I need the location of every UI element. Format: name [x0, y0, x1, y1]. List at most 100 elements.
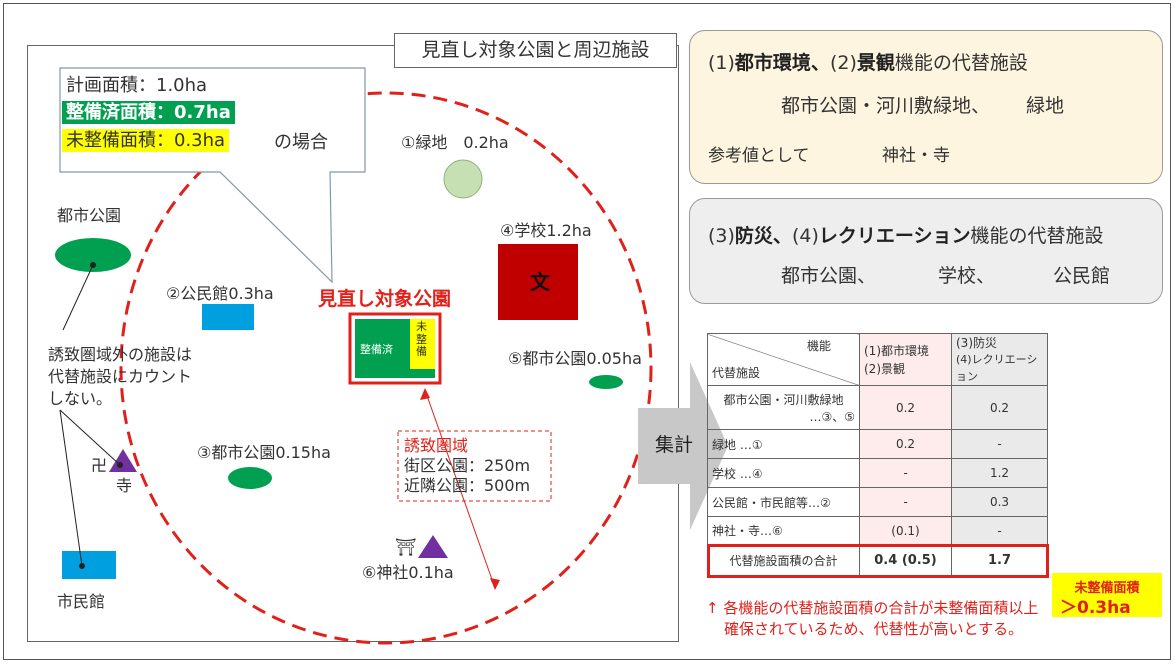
header-col1-a: (1)都市環境: [864, 343, 929, 358]
community-hall-marker: [202, 304, 254, 330]
card2-park: 都市公園、: [781, 265, 877, 287]
table-row: 公民館・市民館等…② - 0.3: [707, 487, 1048, 517]
row-label-4: 公民館・市民館等…②: [707, 487, 860, 517]
row-label-1: 都市公園・河川敷緑地…③、⑤: [707, 385, 860, 430]
card1-num2: (2): [829, 52, 857, 74]
park5-label: ⑤都市公園0.05ha: [508, 349, 642, 368]
card1-num1: (1): [708, 52, 735, 74]
row-3-col2: 1.2: [951, 458, 1048, 488]
header-col2-b: (4)レクリエーション: [956, 353, 1038, 383]
developed-label: 整備済: [360, 343, 393, 356]
card-environment-landscape: [689, 30, 1163, 184]
row-5-col2: -: [951, 516, 1048, 545]
header-col2: (3)防災 (4)レクリエーション: [951, 333, 1048, 386]
summary-table: 機能 代替施設 (1)都市環境 (2)景観 (3)防災 (4)レクリエーション …: [706, 333, 1049, 578]
catchment-line2: 近隣公園：500m: [404, 476, 531, 495]
plan-area: 計画面積：1.0ha: [66, 75, 208, 96]
table-row: 学校 …④ - 1.2: [707, 458, 1048, 488]
total-col1: 0.4 (0.5): [859, 544, 952, 577]
row-3-col1: -: [859, 458, 952, 488]
outer-frame: [3, 3, 1171, 660]
row-1-col2: 0.2: [951, 385, 1048, 430]
catchment-line1: 街区公園：250m: [404, 456, 531, 475]
catchment-note-box: [397, 430, 552, 502]
total-label: 代替施設面積の合計: [707, 544, 860, 577]
row-4-col1: -: [859, 487, 952, 517]
row-4-col2: 0.3: [951, 487, 1048, 517]
community-hall-label: ②公民館0.3ha: [166, 284, 274, 303]
green-area-marker: [443, 159, 483, 199]
temple-label: 寺: [116, 476, 133, 495]
card1-func2: 景観: [856, 52, 895, 74]
header-col1: (1)都市環境 (2)景観: [859, 333, 952, 386]
school-symbol: 文: [530, 270, 550, 294]
undeveloped-badge: 未整備面積 ＞0.3ha: [1052, 573, 1162, 618]
catchment-title: 誘致圏域: [404, 436, 469, 455]
school-marker: [498, 244, 578, 320]
card1-suffix: 機能の代替施設: [894, 52, 1028, 74]
undeveloped-label: 未整備: [416, 320, 427, 359]
header-facility: 代替施設: [712, 365, 761, 380]
table-total-row: 代替施設面積の合計 0.4 (0.5) 1.7: [706, 543, 1049, 578]
card1-facilities: 都市公園・河川敷緑地、: [781, 95, 991, 117]
catchment-circle: [119, 91, 653, 645]
park3-marker: [228, 467, 272, 489]
map-title: 見直し対象公園と周辺施設: [394, 33, 677, 68]
city-park-marker: [55, 238, 131, 272]
temple-marker: [109, 449, 137, 472]
temple-symbol: 卍: [91, 456, 108, 475]
shrine-marker: [418, 535, 448, 558]
outside-note-3: しない。: [48, 389, 113, 408]
card2-func2: レクリエーション: [818, 225, 971, 247]
header-col1-b: (2)景観: [864, 361, 905, 376]
card1-shrine-temple: 神社・寺: [882, 146, 950, 166]
shrine-label: ⑥神社0.1ha: [362, 563, 454, 582]
shrine-symbol: ⛩: [395, 538, 417, 558]
park5-marker: [589, 375, 623, 389]
conclusion-line1: ↑ 各機能の代替施設面積の合計が未整備面積以上: [706, 599, 1039, 617]
card2-num2: (4): [791, 225, 819, 247]
card-disaster-recreation: [689, 198, 1163, 304]
row-5-col1: (0.1): [859, 516, 952, 545]
card1-func1: 都市環境、: [734, 52, 830, 74]
row-2-col2: -: [951, 429, 1048, 459]
header-function: 機能: [806, 338, 831, 353]
table-row: 都市公園・河川敷緑地…③、⑤ 0.2 0.2: [707, 385, 1048, 430]
school-label: ④学校1.2ha: [500, 221, 592, 240]
city-park-label: 都市公園: [57, 206, 122, 225]
map-panel: [27, 45, 679, 642]
row-2-col1: 0.2: [859, 429, 952, 459]
row-label-3: 学校 …④: [707, 458, 860, 488]
card2-suffix: 機能の代替施設: [970, 225, 1104, 247]
card2-heading: (3)防災、(4)レクリエーション機能の代替施設: [708, 221, 1104, 248]
row-label-5: 神社・寺…⑥: [707, 516, 860, 545]
row-1-col1: 0.2: [859, 385, 952, 430]
table-row: 緑地 …① 0.2 -: [707, 429, 1048, 459]
aggregate-label: 集計: [655, 434, 694, 456]
card1-green: 緑地: [1026, 95, 1065, 117]
target-park-label: 見直し対象公園: [318, 288, 452, 310]
civic-hall-marker: [62, 551, 116, 579]
card2-hall: 公民館: [1053, 265, 1111, 287]
developed-area: 整備済面積：0.7ha: [62, 101, 235, 124]
table-row: 神社・寺…⑥ (0.1) -: [707, 516, 1048, 545]
undeveloped-area: 未整備面積：0.3ha: [62, 129, 230, 152]
card2-num1: (3): [708, 225, 735, 247]
park3-label: ③都市公園0.15ha: [197, 443, 331, 462]
header-corner: 機能 代替施設: [707, 333, 860, 386]
card2-func1: 防災、: [734, 225, 792, 247]
table-header-row: 機能 代替施設 (1)都市環境 (2)景観 (3)防災 (4)レクリエーション: [707, 333, 1048, 386]
card1-reference: 参考値として: [708, 146, 810, 166]
outside-note-1: 誘致圏域外の施設は: [48, 345, 193, 364]
total-col2: 1.7: [951, 544, 1048, 577]
card1-heading: (1)都市環境、(2)景観機能の代替施設: [708, 48, 1028, 75]
badge-line2: ＞0.3ha: [1060, 598, 1131, 618]
aggregate-arrow: [638, 362, 728, 530]
header-col2-a: (3)防災: [956, 336, 997, 350]
row-label-2: 緑地 …①: [707, 429, 860, 459]
card2-school: 学校、: [938, 265, 996, 287]
outside-note-2: 代替施設にカウント: [48, 367, 193, 386]
badge-line1: 未整備面積: [1074, 581, 1140, 596]
green-area-label: ①緑地 0.2ha: [401, 133, 509, 152]
